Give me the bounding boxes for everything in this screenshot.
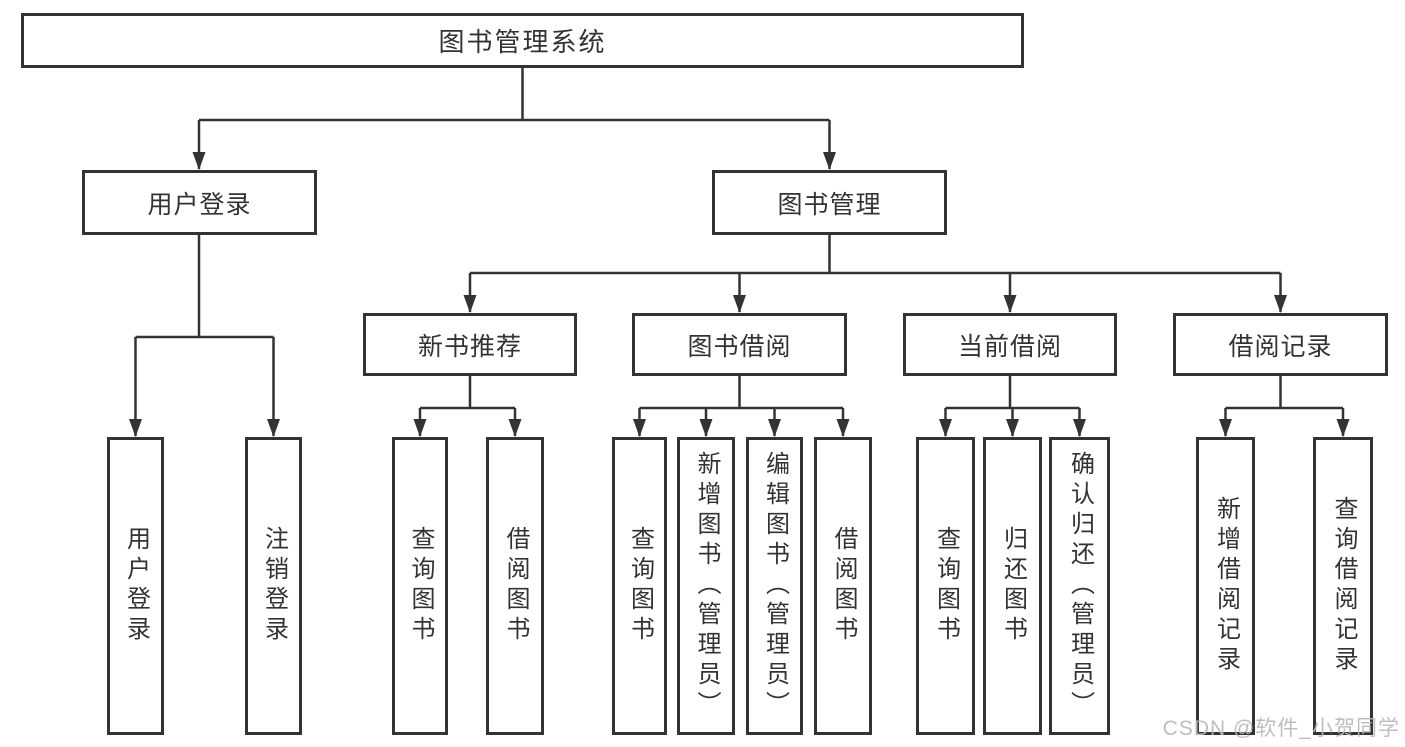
leaf-records-query-record: 查询借阅记录 bbox=[1313, 437, 1373, 735]
leaf-current-return-book: 归还图书 bbox=[983, 437, 1042, 735]
connector-segments bbox=[129, 68, 1350, 437]
node-label: 借阅图书 bbox=[830, 526, 857, 646]
node-label: 用户登录 bbox=[122, 526, 150, 646]
node-label: 编辑图书（管理员） bbox=[761, 451, 789, 721]
node-label: 查询图书 bbox=[626, 526, 654, 646]
node-label: 归还图书 bbox=[999, 526, 1027, 646]
leaf-recommend-query-book: 查询图书 bbox=[392, 437, 448, 735]
node-label: 当前借阅 bbox=[957, 332, 1062, 361]
leaf-borrowing-query-book: 查询图书 bbox=[612, 437, 667, 735]
leaf-recommend-borrow-book: 借阅图书 bbox=[486, 437, 544, 735]
node-label: 图书管理系统 bbox=[438, 27, 607, 57]
node-label: 新书推荐 bbox=[417, 332, 522, 361]
node-label: 借阅记录 bbox=[1228, 332, 1333, 361]
leaf-borrowing-borrow-book: 借阅图书 bbox=[814, 437, 872, 735]
leaf-records-add-record: 新增借阅记录 bbox=[1196, 437, 1255, 735]
node-current-borrowing: 当前借阅 bbox=[903, 313, 1117, 376]
leaf-borrowing-edit-book-admin: 编辑图书（管理员） bbox=[746, 437, 803, 735]
node-label: 确认归还（管理员） bbox=[1066, 451, 1094, 721]
node-label: 借阅图书 bbox=[502, 526, 529, 646]
node-label: 注销登录 bbox=[260, 526, 288, 646]
leaf-borrowing-add-book-admin: 新增图书（管理员） bbox=[677, 437, 735, 735]
node-label: 新增图书（管理员） bbox=[693, 451, 720, 721]
node-label: 图书借阅 bbox=[687, 332, 792, 361]
node-label: 查询借阅记录 bbox=[1330, 496, 1357, 676]
leaf-current-query-book: 查询图书 bbox=[916, 437, 975, 735]
node-root-library-management-system: 图书管理系统 bbox=[21, 13, 1024, 68]
node-book-management: 图书管理 bbox=[712, 170, 947, 235]
node-label: 用户登录 bbox=[147, 190, 252, 219]
node-label: 查询图书 bbox=[932, 526, 960, 646]
leaf-current-confirm-return-admin: 确认归还（管理员） bbox=[1049, 437, 1110, 735]
node-user-login: 用户登录 bbox=[82, 170, 317, 235]
node-label: 图书管理 bbox=[777, 190, 882, 219]
node-label: 查询图书 bbox=[407, 526, 434, 646]
leaf-user-login: 用户登录 bbox=[107, 437, 164, 735]
node-borrowing-records: 借阅记录 bbox=[1173, 313, 1388, 376]
csdn-watermark: CSDN @软件_小贺同学 bbox=[1162, 717, 1400, 740]
node-label: 新增借阅记录 bbox=[1212, 496, 1240, 676]
leaf-logout: 注销登录 bbox=[245, 437, 302, 735]
node-new-book-recommend: 新书推荐 bbox=[363, 313, 577, 376]
node-book-borrowing: 图书借阅 bbox=[632, 313, 847, 376]
